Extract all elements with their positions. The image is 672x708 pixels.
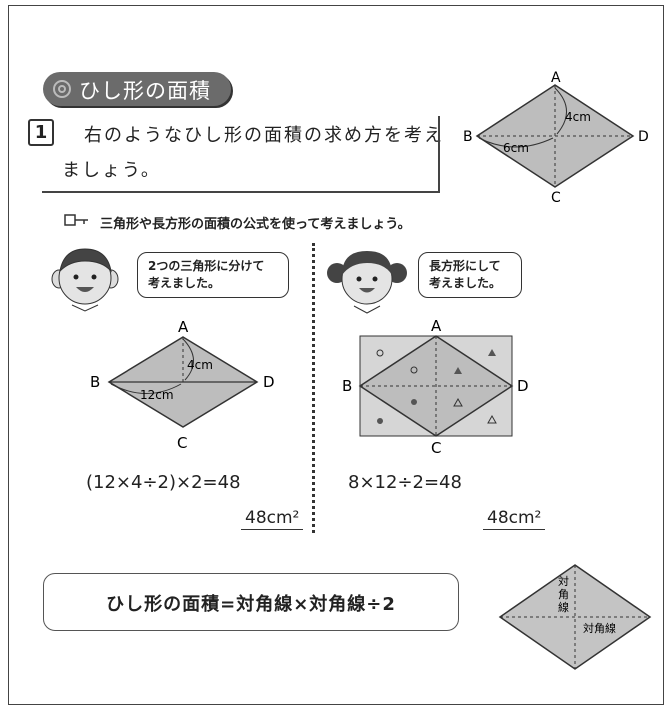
summary-formula: ひし形の面積=対角線×対角線÷2 [106,594,396,615]
measure-arc-vertical [182,338,194,381]
speech-bubble-left: 2つの三角形に分けて 考えました。 [137,252,289,298]
vertex-a: A [431,317,442,335]
bubble-left-line2: 考えました。 [148,276,221,290]
page-frame [8,5,664,705]
left-rhombus-figure: A B C D 4cm 12cm [90,318,275,452]
left-formula: (12×4÷2)×2=48 [86,472,241,493]
measure-arc-horizontal [110,383,182,394]
right-rectangle-figure: A B C D [342,317,529,457]
girl-avatar [327,251,407,314]
vertex-b: B [463,129,473,145]
mark-triangle-open [453,397,463,407]
label-horizontal: 12cm [140,388,174,402]
measure-arc-horizontal [478,137,554,148]
mark-circle-open [376,349,384,357]
left-answer: 48cm² [241,508,304,530]
vertex-b: B [90,373,100,391]
bottom-rhombus-figure: 対 角 線 対角線 [498,564,652,670]
speech-bubble-right: 長方形にして 考えました。 [418,252,522,298]
question-line-1: 右のようなひし形の面積の求め方を考え [84,125,444,146]
question-border-bottom [42,191,440,193]
mark-circle-open [410,366,418,374]
right-formula: 8×12÷2=48 [348,472,462,493]
bubble-right-line2: 考えました。 [429,276,502,290]
bubble-right-line1: 長方形にして [429,259,501,273]
vertex-d: D [638,129,649,145]
dotted-divider [312,243,315,533]
vertex-c: C [431,439,441,457]
key-icon [64,214,88,226]
vertex-a: A [551,70,561,86]
vertex-a: A [178,318,189,336]
spiral-icon [53,80,71,98]
vertex-d: D [263,373,275,391]
top-rhombus-figure: A B C D 4cm 6cm [463,70,649,206]
bubble-left-line1: 2つの三角形に分けて [148,259,265,273]
question-number: 1 [28,119,54,146]
summary-box: ひし形の面積=対角線×対角線÷2 [43,573,459,631]
question-border-right [438,116,440,192]
section-title: ひし形の面積 [79,79,211,103]
label-vertical: 4cm [187,358,213,372]
vertex-b: B [342,377,352,395]
label-diagonal-horizontal: 対角線 [583,621,616,635]
mark-triangle-filled [488,349,496,356]
mark-circle-filled [377,418,383,424]
hint-text: 三角形や長方形の面積の公式を使って考えましょう。 [100,217,411,232]
label-horizontal: 6cm [503,141,529,155]
mark-triangle-filled [454,367,462,374]
right-answer: 48cm² [483,508,546,530]
vertex-c: C [177,434,187,452]
question-line-2: ましょう。 [62,160,161,181]
vertex-c: C [551,190,561,206]
label-vertical: 4cm [565,110,591,124]
measure-arc-vertical [554,87,567,135]
mark-triangle-open [487,414,497,424]
mark-circle-filled [411,399,417,405]
vertex-d: D [517,377,529,395]
boy-avatar [51,248,119,312]
section-title-pill: ひし形の面積 [43,72,231,106]
label-diagonal-vertical: 対 角 線 [558,574,573,614]
